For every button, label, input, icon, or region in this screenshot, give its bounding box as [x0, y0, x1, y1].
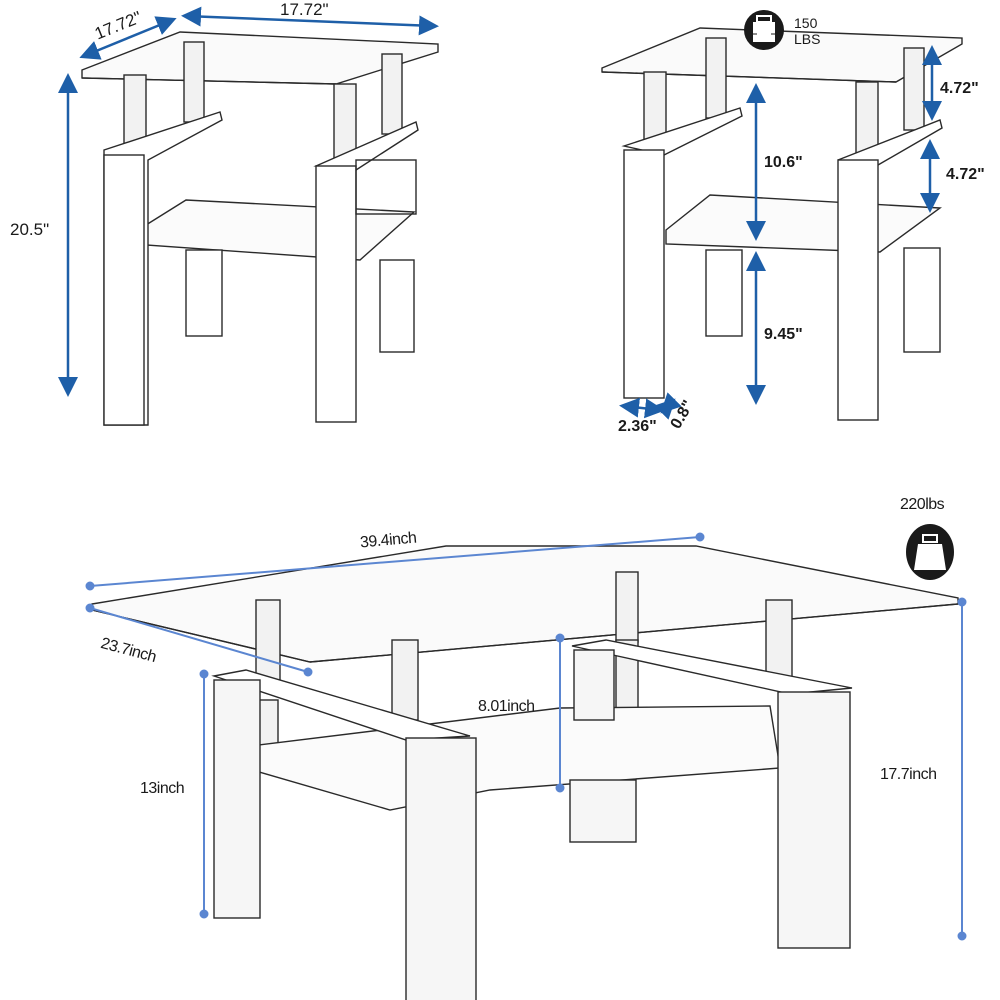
leg-depth-arrow: [654, 392, 682, 420]
coffee-table-shelf-height-label: 13inch: [140, 780, 185, 797]
length-dimension-line: [89, 536, 701, 587]
left-table-height-label: 20.5": [10, 220, 50, 239]
top-to-frame-label: 4.72": [940, 80, 979, 97]
coffee-table-dimensions: [85, 532, 967, 941]
weight-capacity-icon-220: [906, 524, 954, 580]
end-table-left-drawing: [81, 31, 439, 426]
top-to-shelf-label: 10.6": [764, 154, 803, 171]
coffee-table-shelf-clearance-label: 8.01inch: [478, 698, 535, 715]
end-table-right-drawing: [601, 27, 963, 421]
depth-dimension-arrow: [79, 16, 177, 60]
shelf-to-floor-label: 9.45": [764, 326, 803, 343]
left-table-width-label: 17.72": [280, 0, 329, 19]
depth-dimension-line: [89, 607, 309, 673]
end-table-right-dimensions: [619, 45, 942, 420]
load-value-150: 150: [794, 15, 818, 31]
coffee-table-load-label: 220lbs: [900, 496, 945, 513]
width-dimension-arrow: [181, 6, 439, 36]
coffee-table-total-height-label: 17.7inch: [880, 766, 937, 783]
end-table-left-dimensions: [58, 6, 439, 397]
leg-width-label: 2.36": [618, 418, 657, 435]
weight-capacity-icon-150: [744, 10, 784, 50]
leg-width-arrow: [619, 397, 665, 419]
load-unit-lbs: LBS: [794, 31, 821, 47]
frame-to-shelf-label: 4.72": [946, 166, 985, 183]
coffee-table-drawing: [91, 545, 959, 1000]
